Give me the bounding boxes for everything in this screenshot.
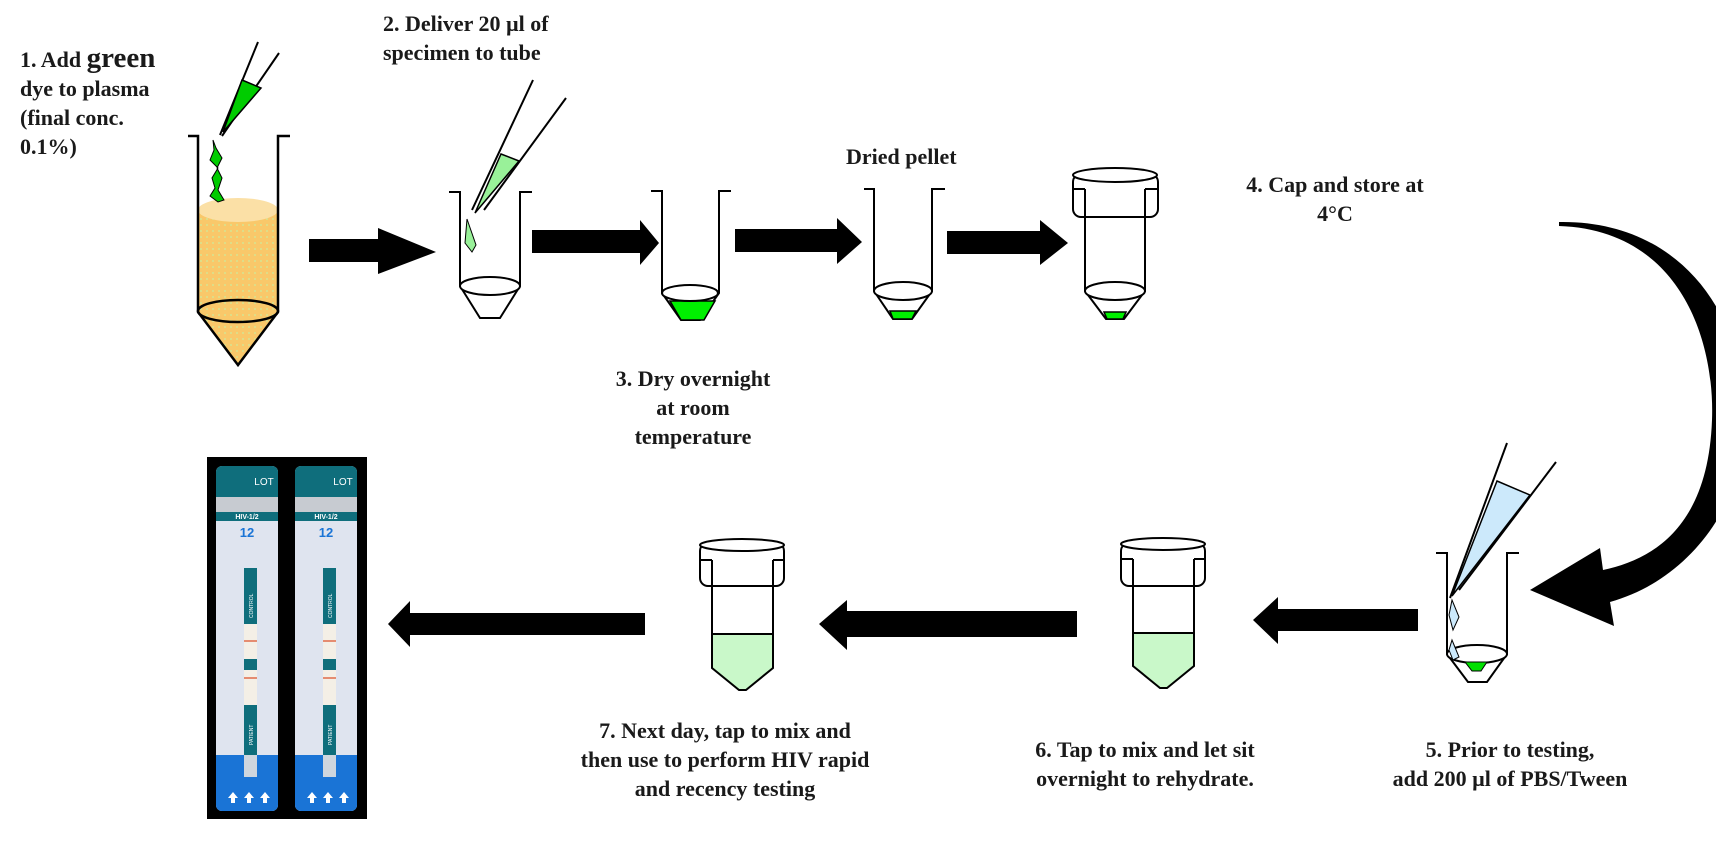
step-1-line: (final conc. [20, 105, 124, 130]
arrow-left-icon [819, 600, 1077, 650]
step-6-line: 6. Tap to mix and let sit [1035, 737, 1255, 762]
step-7-line: 7. Next day, tap to mix and [599, 718, 851, 743]
step-1-label: 1. Add green dye to plasma (final conc. … [20, 44, 155, 161]
hiv-test-strips-photo: LOT LOT HIV-1/2 HIV-1/2 12 12 CONTROL CO… [207, 457, 367, 819]
step-7-label: 7. Next day, tap to mix and then use to … [550, 716, 900, 803]
test-strip [216, 466, 278, 811]
arrow-right-icon [735, 218, 862, 264]
plasma-tube-icon [188, 134, 290, 368]
step-2-line: specimen to tube [383, 40, 541, 65]
capped-tube-icon [1072, 167, 1159, 320]
control-label: CONTROL [328, 593, 334, 618]
rehydrating-tube-icon [1120, 537, 1206, 689]
arrow-left-icon [1253, 597, 1418, 644]
dye-pipette-icon [219, 41, 280, 137]
patient-label: PATIENT [328, 725, 334, 745]
step-3-line: 3. Dry overnight [615, 366, 771, 391]
curved-arrow-icon [1530, 221, 1716, 626]
drying-tube-icon [651, 190, 731, 321]
step-1-line: 0.1%) [20, 134, 77, 159]
arrow-right-icon [532, 220, 659, 265]
step-6-line: overnight to rehydrate. [1036, 766, 1254, 791]
dried-pellet-tube-icon [864, 188, 945, 320]
lot-label: LOT [333, 477, 352, 488]
step-6-label: 6. Tap to mix and let sit overnight to r… [1000, 735, 1290, 793]
buffer-pipette-icon [1449, 442, 1557, 599]
arrow-right-icon [309, 228, 436, 274]
flow-arrows-icon [228, 792, 349, 803]
arrow-left-icon [388, 601, 645, 647]
step-2-line: 2. Deliver 20 µl of [383, 11, 549, 36]
step-4-label: 4. Cap and store at 4°C [1220, 170, 1450, 228]
strip-number: 12 [240, 525, 254, 540]
step-3-label: 3. Dry overnight at room temperature [588, 364, 798, 451]
step-7-line: then use to perform HIV rapid [580, 747, 870, 772]
step-5-label: 5. Prior to testing, add 200 µl of PBS/T… [1350, 735, 1670, 793]
step-5-line: add 200 µl of PBS/Tween [1392, 766, 1628, 791]
dried-pellet-label: Dried pellet [846, 144, 957, 169]
step-4-line: 4°C [1317, 201, 1353, 226]
step-5-line: 5. Prior to testing, [1425, 737, 1595, 762]
arrow-right-icon [947, 220, 1068, 265]
step-1-emphasis: green [86, 42, 156, 74]
lot-label: LOT [254, 477, 273, 488]
mixed-tube-icon [699, 538, 785, 691]
step-1-line: dye to plasma [20, 76, 150, 101]
step-4-line: 4. Cap and store at [1246, 172, 1424, 197]
specimen-pipette-icon [471, 79, 567, 214]
patient-label: PATIENT [249, 725, 255, 745]
assay-label: HIV-1/2 [314, 514, 337, 521]
assay-label: HIV-1/2 [235, 514, 258, 521]
step-1-line: 1. Add [20, 47, 82, 72]
buffer-tube-icon [1436, 552, 1519, 683]
control-label: CONTROL [249, 593, 255, 618]
step-3-line: temperature [634, 424, 752, 449]
step-7-line: and recency testing [634, 776, 816, 801]
strip-number: 12 [319, 525, 333, 540]
step-2-label: 2. Deliver 20 µl of specimen to tube [383, 9, 549, 67]
specimen-tube-icon [449, 191, 532, 319]
step-3-line: at room [656, 395, 730, 420]
